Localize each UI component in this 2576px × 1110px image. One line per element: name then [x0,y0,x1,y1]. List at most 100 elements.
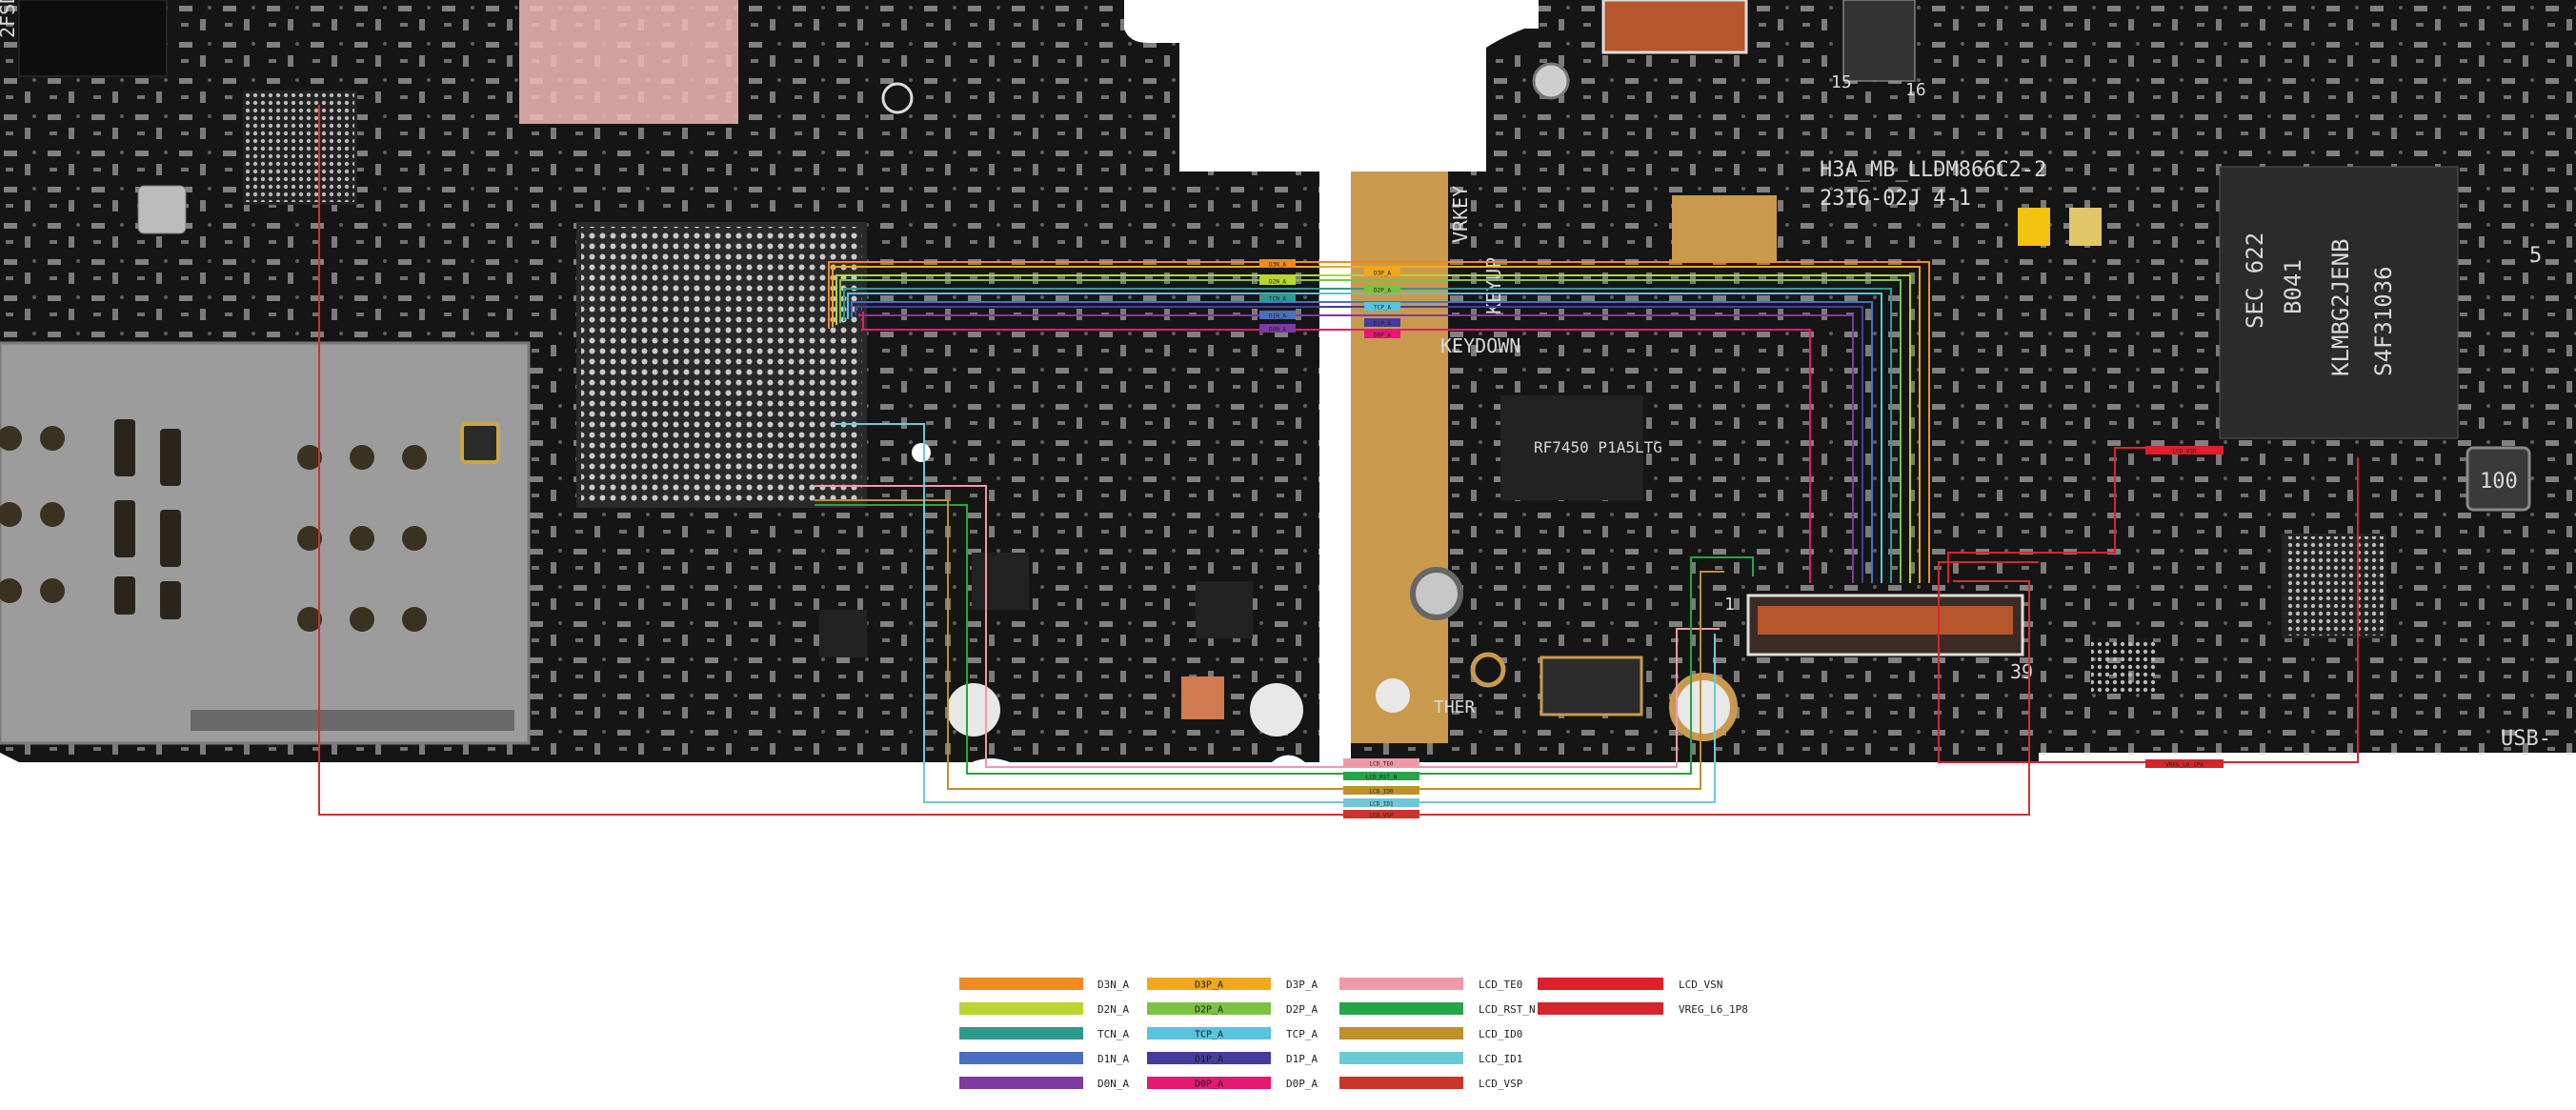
svg-text:LCD_VSN: LCD_VSN [2172,449,2197,455]
svg-text:D3N_A: D3N_A [1269,262,1286,269]
rf-chip [1500,395,1643,500]
svg-text:D0P_A: D0P_A [1374,333,1391,339]
svg-text:TCP_A: TCP_A [1374,305,1391,312]
legend-swatch-text: D1P_A [1195,1055,1223,1065]
legend-swatch-text: TCP_A [1195,1030,1223,1040]
fpc-label-16: 16 [1905,80,1926,100]
signal-tags: D3N_AD3P_AD2N_AD2P_ATCN_ATCP_AD1N_AD1P_A… [1259,259,2224,819]
legend-label: LCD_RST_N [1479,1003,1536,1016]
trace-vreg-l6-1p8 [1938,457,2359,763]
silkscreen-left: 2FSD [0,0,19,38]
svg-text:LCD_ID0: LCD_ID0 [1369,789,1394,796]
legend-label: D2P_A [1286,1003,1318,1016]
trace-d0p-a [862,312,1811,583]
legend-swatch-text: D0P_A [1195,1080,1223,1090]
svg-text:S4F31036: S4F31036 [2370,266,2397,376]
sim-tray [0,341,531,745]
legend-swatch [1147,978,1271,990]
legend-label: TCP_A [1286,1028,1318,1040]
memory-chip [2219,166,2459,439]
right-board: 15 16 H3A_MB_LLDM866C2-2 2316-02J 4-1 VR… [1351,0,2576,762]
screw-hole [947,683,1000,737]
key-label-keyup: KEYUP [1482,257,1505,314]
key-label-keydown: KEYDOWN [1440,334,1520,357]
legend-label: VREG_L6_1P8 [1679,1003,1748,1016]
tag-lcd-vsn: LCD_VSN [2145,446,2224,455]
legend-entry-d0n-a: D0N_A [959,1077,1129,1090]
board-model: H3A_MB_LLDM866C2-2 [1820,158,2046,182]
tag-d3p-a: D3P_A [1364,268,1400,277]
legend-entry-tcn-a: TCN_A [959,1027,1129,1040]
legend-swatch [1339,1027,1463,1039]
legend-label: D1P_A [1286,1053,1318,1065]
svg-text:USB-: USB- [2501,727,2551,751]
trace-d0n-a [858,313,1854,583]
trace-d2p-a [839,279,1902,583]
legend-swatch [959,1002,1083,1015]
trace-lcd-te0 [815,485,1720,768]
legend-label: D1N_A [1097,1053,1129,1065]
svg-text:KLMBG2JENB: KLMBG2JENB [2327,239,2354,377]
trace-lcd-id1 [834,423,1716,803]
svg-text:B041: B041 [2280,259,2306,314]
legend-swatch [1147,1077,1271,1089]
legend-label: TCN_A [1097,1028,1129,1040]
legend-entry-lcd-id0: LCD_ID0 [1339,1027,1522,1040]
legend-swatch [1538,978,1663,990]
crystal [137,185,187,234]
legend-swatch [1147,1027,1271,1039]
trace-d3n-a [828,261,1930,583]
fpc-15-16 [1842,0,1916,82]
svg-text:LCD_RST_N: LCD_RST_N [1366,775,1398,781]
copper-shield-area [1351,172,1448,743]
tag-d0p-a: D0P_A [1364,330,1400,339]
legend-entry-d0p-a: D0P_A D0P_A [1147,1077,1318,1090]
legend-label: D0P_A [1286,1078,1318,1090]
legend-swatch [1339,978,1463,990]
legend-swatch-text: D2P_A [1195,1005,1223,1016]
tag-vreg-l6-1p8: VREG_L6_1P8 [2145,759,2224,769]
legend-entry-d2p-a: D2P_A D2P_A [1147,1002,1318,1016]
fpc-label-15: 15 [1831,72,1852,92]
svg-text:THER: THER [1434,697,1476,717]
legend-label: D3N_A [1097,979,1129,991]
legend-label: LCD_ID0 [1479,1028,1522,1040]
svg-text:D3P_A: D3P_A [1374,271,1391,277]
legend-entry-d3n-a: D3N_A [959,978,1129,991]
svg-text:D2P_A: D2P_A [1374,288,1391,294]
svg-text:D1P_A: D1P_A [1374,321,1391,328]
tag-d3n-a: D3N_A [1259,259,1296,269]
legend-swatch [1147,1002,1271,1015]
tag-lcd-rst-n: LCD_RST_N [1343,772,1419,781]
legend-entry-d1p-a: D1P_A D1P_A [1147,1052,1318,1065]
watermark-block [519,0,738,124]
legend-entry-lcd-id1: LCD_ID1 [1339,1052,1522,1065]
tag-lcd-te0: LCD_TE0 [1343,758,1419,768]
legend-label: D0N_A [1097,1078,1129,1090]
coax-connector [1410,567,1463,620]
tag-d1p-a: D1P_A [1364,318,1400,328]
tag-d2p-a: D2P_A [1364,285,1400,294]
legend-label: LCD_VSN [1679,979,1722,991]
svg-text:VREG_L6_1P8: VREG_L6_1P8 [2165,762,2204,769]
legend-swatch [959,1027,1083,1039]
legend-label: LCD_TE0 [1479,979,1522,991]
legend-entry-d1n-a: D1N_A [959,1052,1129,1065]
svg-text:D2N_A: D2N_A [1269,279,1286,286]
trace-d3p-a [832,266,1921,583]
screw-hole [1250,683,1303,737]
legend-swatch [959,978,1083,990]
legend-swatch [1538,1002,1663,1015]
legend-entry-lcd-te0: LCD_TE0 [1339,978,1522,991]
top-fpc-connector [1601,0,1748,54]
tag-lcd-id1: LCD_ID1 [1343,798,1419,808]
trace-lines [318,105,2359,816]
legend-swatch [1339,1052,1463,1064]
key-label-vrkey: VRKEY [1449,186,1472,243]
tag-d1n-a: D1N_A [1259,311,1296,320]
tag-lcd-id0: LCD_ID0 [1343,786,1419,796]
legend-swatch [959,1052,1083,1064]
legend-swatch-text: D3P_A [1195,980,1223,991]
trace-lcd-rst-n [815,504,1754,775]
